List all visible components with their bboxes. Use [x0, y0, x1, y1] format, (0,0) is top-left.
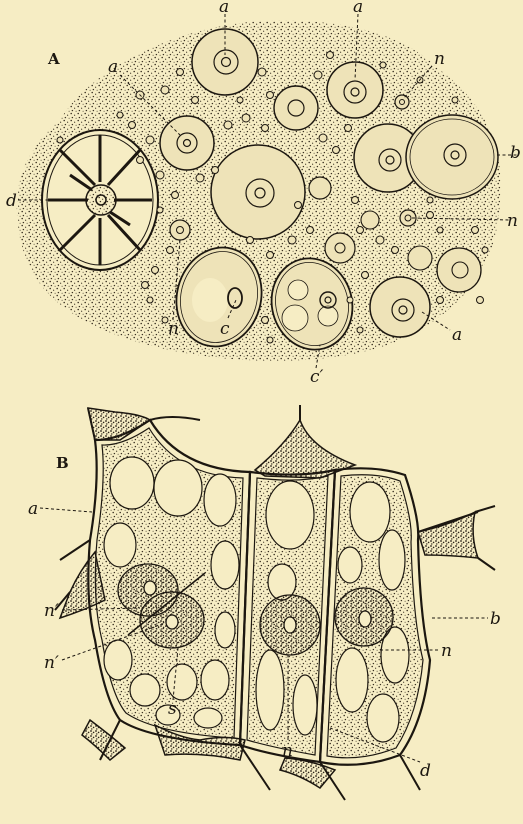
- nucleus-n-right-b: [335, 588, 393, 646]
- panel-b-label: B: [56, 454, 69, 472]
- label-n-prime-upper: n′: [44, 601, 59, 621]
- label-b-right-b: b: [490, 609, 501, 629]
- cell-a-bottom-right: [370, 277, 430, 337]
- label-n-top: n: [434, 49, 445, 69]
- nucleus-n-bottom: [170, 220, 190, 240]
- label-n-bottom-center: n: [282, 741, 293, 761]
- label-a-top-left: a: [219, 0, 229, 17]
- label-n-right-b: n: [441, 641, 452, 661]
- nucleus-n-middle: [260, 595, 320, 655]
- cell-d: [42, 130, 158, 270]
- cell-a-left: [160, 116, 214, 170]
- panel-b: B a n′ n′ s n b n d: [28, 405, 501, 800]
- label-a-left: a: [108, 57, 118, 77]
- label-n-prime-lower: n′: [44, 653, 59, 673]
- label-b-right: b: [510, 143, 521, 163]
- cell-medium-2: [211, 145, 305, 239]
- label-b-a-left: a: [28, 499, 38, 519]
- label-d-left: d: [6, 191, 17, 211]
- cell-b: [406, 115, 498, 199]
- label-c-bottom: c: [220, 319, 230, 339]
- label-s: s: [168, 699, 177, 719]
- label-a-top-right: a: [353, 0, 363, 17]
- label-n-right: n: [507, 211, 518, 231]
- label-a-bottom-right: a: [452, 325, 462, 345]
- panel-a: A a a a n b d n n c c′ a: [6, 0, 521, 387]
- label-n-bottom: n: [168, 319, 179, 339]
- label-d-bottom: d: [420, 761, 431, 781]
- panel-a-label: A: [47, 50, 60, 68]
- cell-medium-1: [274, 86, 318, 130]
- label-c-prime: c′: [310, 367, 324, 387]
- nucleus-n-top: [395, 95, 409, 109]
